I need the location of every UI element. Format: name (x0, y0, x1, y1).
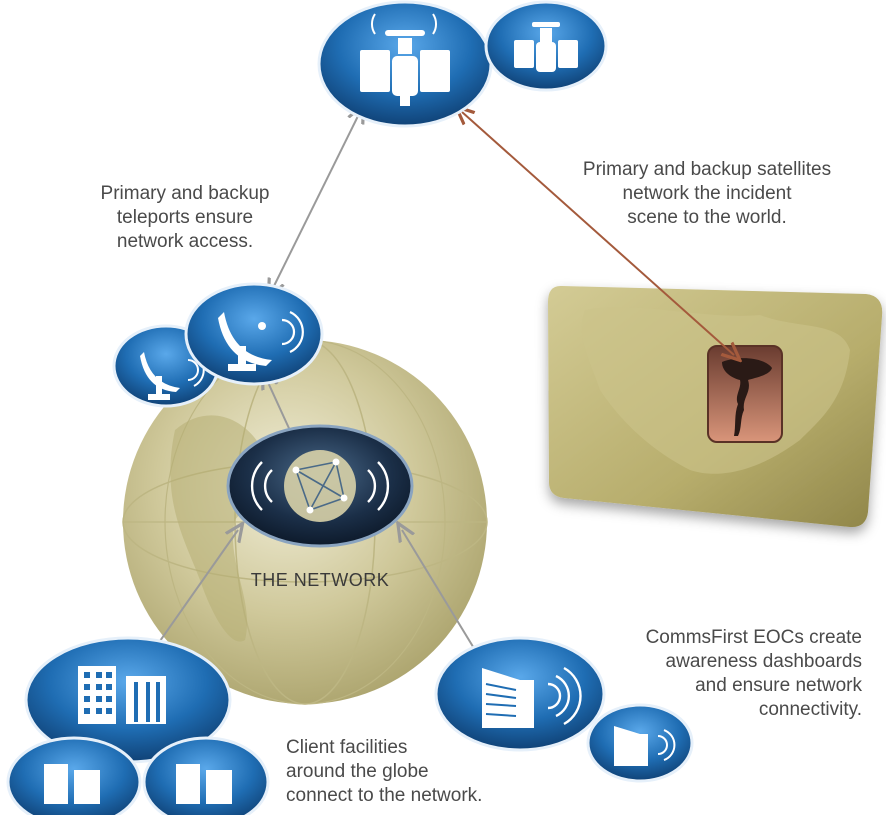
incident-scene (707, 345, 783, 443)
satellite-icon (514, 22, 578, 72)
satellite-icon (360, 30, 450, 106)
clients-caption: Client facilities around the globe conne… (286, 737, 483, 806)
arrow-teleport-satellite (272, 112, 360, 290)
network-hub (226, 424, 414, 548)
arrow-network-eocs (402, 530, 486, 668)
network-globe-icon (295, 461, 345, 511)
satellites-caption: Primary and backup satellites network th… (582, 159, 832, 228)
arrow-network-clients (148, 530, 238, 658)
office-buildings-icon (44, 764, 100, 804)
eoc-primary (434, 636, 606, 752)
satellite-dish-icon (140, 352, 180, 400)
client-backup-2 (142, 736, 270, 815)
building-wireless-icon (614, 726, 648, 766)
office-buildings-icon (176, 764, 232, 804)
building-wireless-icon (482, 668, 534, 728)
connection-arrows (148, 112, 734, 668)
satellite-primary (317, 0, 493, 128)
teleports-caption: Primary and backup teleports ensure netw… (100, 183, 270, 252)
network-title: THE NETWORK (250, 570, 390, 590)
eoc-backup (586, 703, 694, 783)
client-backup-1 (6, 736, 142, 815)
satellite-dish-icon (218, 312, 272, 371)
eocs-caption: CommsFirst EOCs create awareness dashboa… (645, 627, 862, 720)
arrow-satellite-incident (462, 112, 734, 355)
satellite-backup (484, 0, 608, 92)
tornado-icon (722, 358, 772, 436)
teleport-primary (184, 282, 324, 386)
